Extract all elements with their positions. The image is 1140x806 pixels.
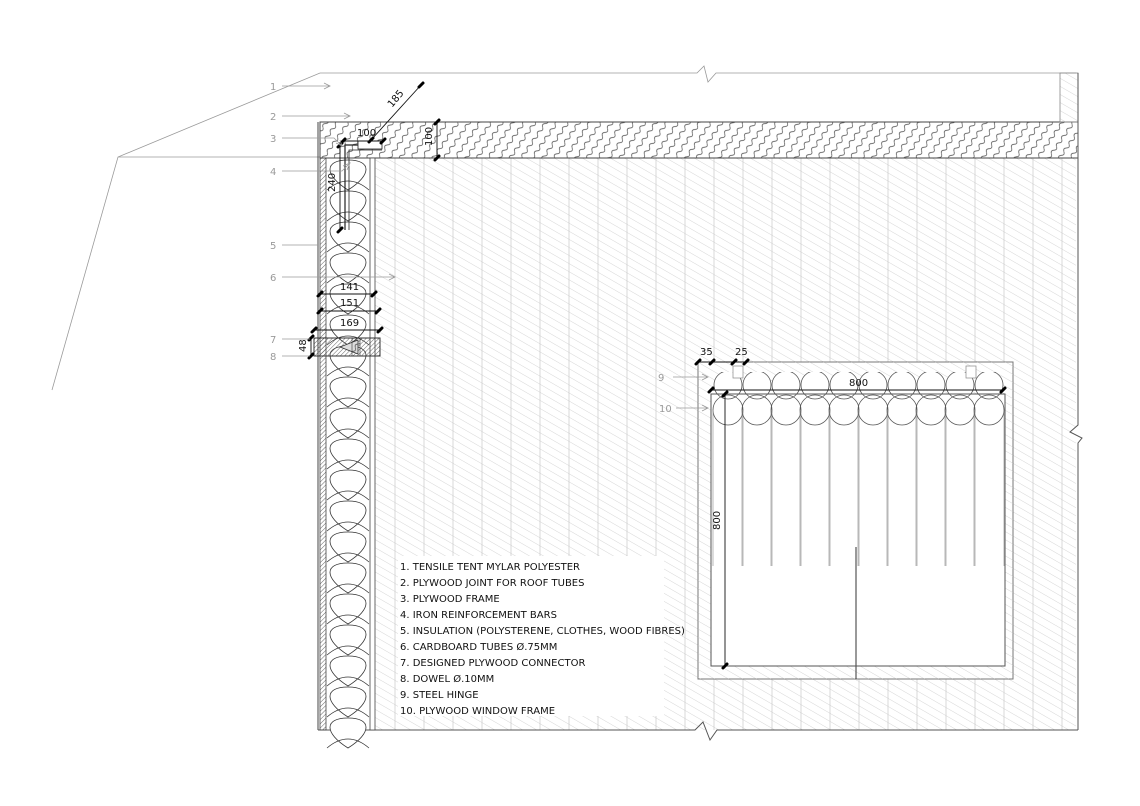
- insulation-curve: [326, 738, 370, 749]
- window-tube-top: [858, 372, 888, 400]
- insulation-curve: [326, 459, 370, 470]
- dim-151: 151: [340, 298, 359, 309]
- insulation-curve: [326, 428, 370, 439]
- dim-100-horizontal: 100: [357, 128, 376, 139]
- callout-6: 6: [270, 273, 276, 284]
- tent-fabric-outline: [51, 65, 1076, 391]
- callout-9: 9: [658, 373, 664, 384]
- insulation-blob: [329, 438, 367, 470]
- callout-7: 7: [270, 335, 276, 346]
- window-tube-top: [713, 372, 743, 400]
- insulation-blob: [329, 221, 367, 253]
- callout-1: 1: [270, 82, 276, 93]
- window-tube-top: [829, 372, 859, 400]
- insulation-blob: [329, 562, 367, 594]
- legend-item-3: 3. PLYWOOD FRAME: [400, 594, 500, 605]
- callout-2: 2: [270, 112, 276, 123]
- insulation-curve: [326, 180, 370, 191]
- insulation-curve: [326, 614, 370, 625]
- window-tube-top: [945, 372, 975, 400]
- legend-item-8: 8. DOWEL Ø.10MM: [400, 673, 494, 685]
- insulation-curve: [326, 552, 370, 563]
- legend-item-7: 7. DESIGNED PLYWOOD CONNECTOR: [400, 658, 585, 669]
- insulation-curve: [326, 676, 370, 687]
- plywood-connector: [313, 337, 381, 357]
- insulation-curve: [326, 645, 370, 656]
- legend-item-1: 1. TENSILE TENT MYLAR POLYESTER: [400, 562, 580, 573]
- roof-plywood-frame: [319, 121, 1079, 159]
- window-tube-top: [887, 372, 917, 400]
- dim-800-vertical: 800: [712, 511, 723, 530]
- legend: 1. TENSILE TENT MYLAR POLYESTER 2. PLYWO…: [398, 556, 685, 717]
- insulation-curve: [326, 583, 370, 594]
- steel-hinge: [732, 365, 977, 379]
- window-tube-top: [742, 372, 772, 400]
- insulation-curve: [326, 211, 370, 222]
- dim-141: 141: [340, 282, 359, 293]
- callout-5: 5: [270, 241, 276, 252]
- insulation-blob: [329, 531, 367, 563]
- left-wall-insulation: [317, 122, 376, 749]
- legend-item-5: 5. INSULATION (POLYSTERENE, CLOTHES, WOO…: [400, 626, 685, 637]
- dim-25: 25: [735, 347, 748, 358]
- insulation-curve: [326, 521, 370, 532]
- insulation-curve: [326, 397, 370, 408]
- insulation-curve: [326, 242, 370, 253]
- legend-item-4: 4. IRON REINFORCEMENT BARS: [400, 610, 557, 621]
- bottom-break-line: [318, 721, 1078, 742]
- insulation-curve: [326, 366, 370, 377]
- window-tube-top: [916, 372, 946, 400]
- insulation-blob: [329, 252, 367, 284]
- window-tube-top: [771, 372, 801, 400]
- dim-48: 48: [298, 339, 309, 352]
- dim-185: 185: [386, 88, 407, 110]
- legend-item-9: 9. STEEL HINGE: [400, 690, 479, 701]
- dim-800-horizontal: 800: [849, 378, 868, 389]
- insulation-curve: [326, 273, 370, 284]
- legend-item-10: 10. PLYWOOD WINDOW FRAME: [400, 706, 555, 717]
- insulation-blob: [329, 407, 367, 439]
- insulation-blob: [329, 624, 367, 656]
- callout-4: 4: [270, 167, 276, 178]
- callout-8: 8: [270, 352, 276, 363]
- right-end-column: [1059, 72, 1083, 730]
- insulation-blob: [329, 190, 367, 222]
- insulation-curve: [326, 490, 370, 501]
- dim-240: 240: [327, 173, 338, 192]
- callout-10: 10: [659, 404, 672, 415]
- window-frame: [697, 361, 1014, 680]
- insulation-blob: [329, 469, 367, 501]
- callout-3: 3: [270, 134, 276, 145]
- insulation-curve: [326, 707, 370, 718]
- dim-100-vertical: 100: [424, 127, 435, 146]
- insulation-blob: [329, 593, 367, 625]
- dim-35: 35: [700, 347, 713, 358]
- insulation-blob: [329, 655, 367, 687]
- window-tube-top: [800, 372, 830, 400]
- legend-item-6: 6. CARDBOARD TUBES Ø.75MM: [400, 641, 557, 653]
- window-tube-top: [974, 372, 1004, 400]
- insulation-blob: [329, 686, 367, 718]
- dimension-lines: [307, 81, 1007, 670]
- insulation-blob: [329, 717, 367, 749]
- callouts: 1 2 3 4 5 6 7 8 9 10: [270, 82, 709, 415]
- legend-item-2: 2. PLYWOOD JOINT FOR ROOF TUBES: [400, 578, 584, 589]
- dim-169: 169: [340, 318, 359, 329]
- insulation-blob: [329, 500, 367, 532]
- insulation-blob: [329, 376, 367, 408]
